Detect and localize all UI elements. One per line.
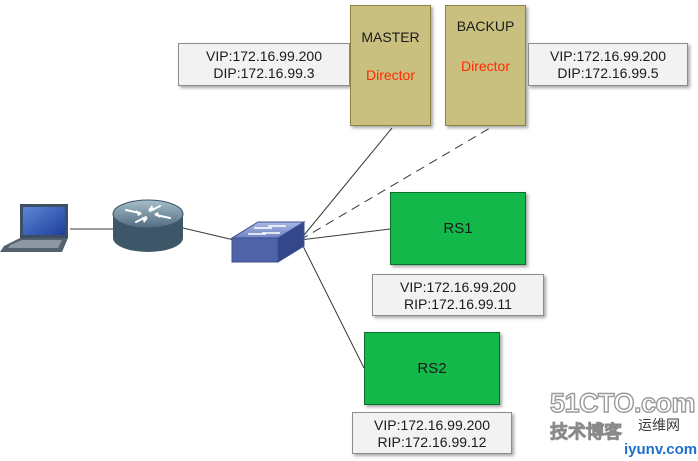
- rs1-vip: VIP:172.16.99.200: [400, 279, 516, 295]
- master-ip-box: VIP:172.16.99.200 DIP:172.16.99.3: [178, 43, 350, 86]
- backup-dip: DIP:172.16.99.5: [557, 65, 659, 81]
- link-switch-master: [299, 127, 393, 241]
- link-router-switch: [182, 227, 235, 241]
- watermark-sub: 运维网: [638, 418, 680, 434]
- rs2-ip-box: VIP:172.16.99.200 RIP:172.16.99.12: [352, 412, 512, 454]
- rs2-server: RS2: [364, 332, 500, 405]
- link-switch-rs2: [299, 239, 365, 369]
- watermark-tagline: 技术博客: [550, 421, 623, 443]
- rs2-rip: RIP:172.16.99.12: [377, 434, 487, 450]
- rs2-vip: VIP:172.16.99.200: [374, 417, 490, 433]
- watermark-site: 51CTO.com: [550, 388, 695, 418]
- watermark-logo: 51CTO.com 技术博客 运维网 iyunv.com: [549, 387, 697, 458]
- router-icon: [112, 199, 184, 252]
- backup-director-label: Director: [460, 58, 510, 74]
- link-switch-backup: [299, 127, 491, 241]
- master-director-label: Director: [365, 67, 415, 83]
- laptop-icon: [0, 204, 68, 252]
- rs1-rip: RIP:172.16.99.11: [404, 296, 512, 312]
- backup-role-label: BACKUP: [456, 18, 515, 34]
- rs2-label: RS2: [417, 360, 447, 377]
- backup-ip-box: VIP:172.16.99.200 DIP:172.16.99.5: [528, 43, 688, 86]
- connection-lines: [70, 127, 491, 369]
- rs1-server: RS1: [390, 192, 526, 265]
- rs1-label: RS1: [443, 220, 473, 237]
- master-dip: DIP:172.16.99.3: [213, 65, 315, 81]
- link-switch-rs1: [299, 228, 391, 241]
- master-director: MASTER Director: [350, 5, 431, 126]
- master-role-label: MASTER: [361, 29, 420, 45]
- backup-director: BACKUP Director: [445, 5, 526, 126]
- rs1-ip-box: VIP:172.16.99.200 RIP:172.16.99.11: [372, 274, 544, 316]
- watermark-url: iyunv.com: [624, 441, 697, 458]
- backup-vip: VIP:172.16.99.200: [550, 48, 666, 64]
- switch-icon: [230, 221, 306, 263]
- master-vip: VIP:172.16.99.200: [206, 48, 322, 64]
